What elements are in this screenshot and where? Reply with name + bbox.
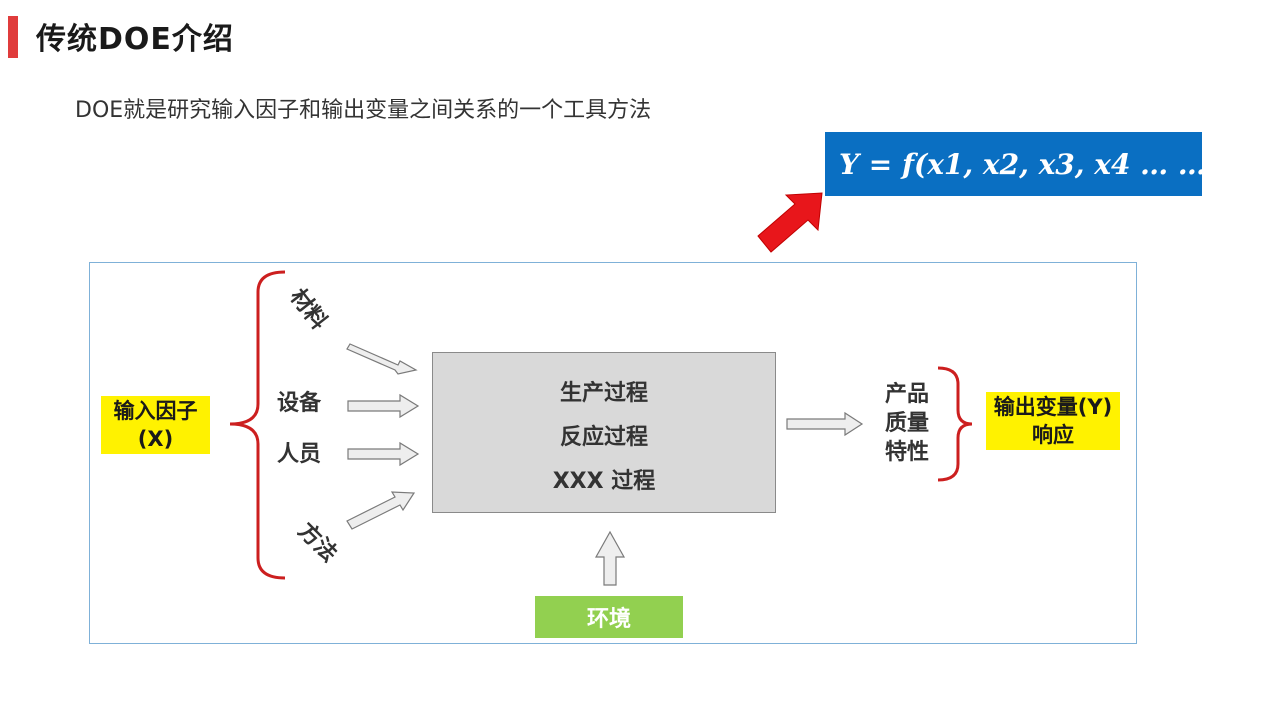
input-factor-symbol: (X) — [137, 427, 174, 451]
quality-line-2: 质量 — [884, 411, 929, 436]
quality-characteristics: 产品 质量 特性 — [881, 380, 933, 467]
factor-equipment: 设备 — [277, 391, 322, 416]
environment-box: 环境 — [535, 596, 683, 638]
intro-text: DOE就是研究输入因子和输出变量之间关系的一个工具方法 — [75, 98, 652, 123]
output-response-label: 响应 — [1032, 423, 1074, 447]
process-line-1: 生产过程 — [559, 381, 648, 406]
process-line-3: XXX 过程 — [552, 469, 656, 494]
process-box: 生产过程 反应过程 XXX 过程 — [432, 352, 776, 513]
formula-text: Y = f(x1, x2, x3, x4 … …) — [839, 147, 1220, 181]
quality-line-3: 特性 — [884, 440, 929, 465]
factor-personnel: 人员 — [277, 442, 322, 467]
material-arrow-icon — [346, 343, 418, 375]
method-arrow-icon — [346, 491, 416, 530]
page-title: 传统DOE介绍 — [36, 22, 234, 57]
formula-box: Y = f(x1, x2, x3, x4 … …) — [825, 132, 1219, 196]
output-variable-label: 输出变量(Y) — [993, 395, 1113, 419]
environment-label: 环境 — [586, 607, 631, 632]
title-accent-bar — [8, 16, 18, 58]
environment-arrow-icon — [594, 530, 626, 586]
equipment-arrow-icon — [347, 393, 420, 419]
input-factor-label: 输入因子 — [113, 399, 198, 423]
output-arrow-icon — [786, 411, 864, 437]
input-bracket — [229, 270, 286, 580]
personnel-arrow-icon — [347, 441, 420, 467]
process-line-2: 反应过程 — [559, 425, 648, 450]
quality-line-1: 产品 — [884, 382, 929, 407]
input-factor-box: 输入因子 (X) — [101, 396, 210, 454]
highlight-arrow-icon — [757, 192, 823, 253]
diagram-frame — [89, 262, 1137, 644]
output-variable-box: 输出变量(Y) 响应 — [986, 392, 1120, 450]
quality-bracket — [937, 366, 973, 482]
